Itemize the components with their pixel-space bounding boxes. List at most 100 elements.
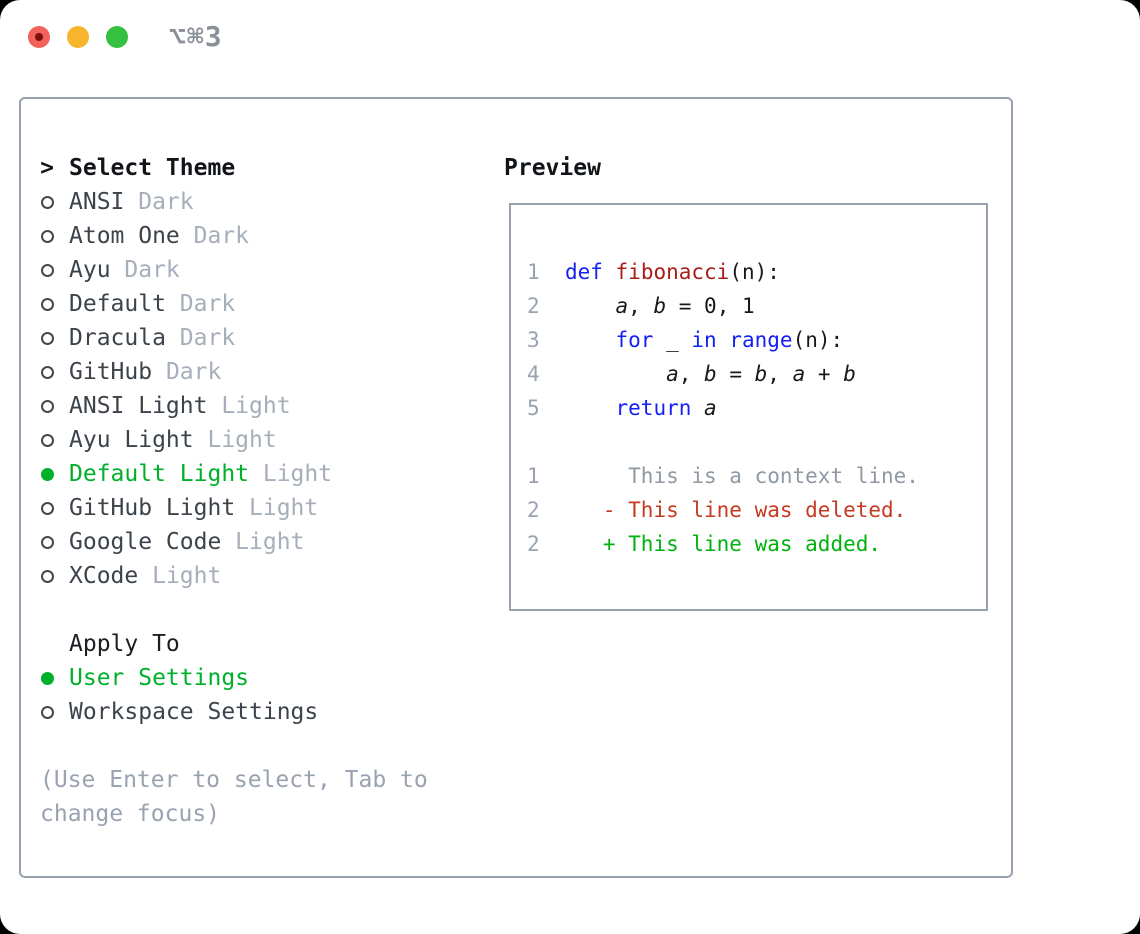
apply-to-header: Apply To [40, 627, 428, 661]
zoom-button[interactable] [106, 26, 128, 48]
theme-variant-label: Dark [152, 359, 222, 385]
theme-variant-label: Dark [124, 189, 194, 215]
theme-variant-label: Dark [179, 223, 250, 249]
radio-unselected-icon [40, 501, 54, 515]
minimize-button[interactable] [67, 26, 89, 48]
line-number: 3 [527, 328, 565, 352]
code-segment [565, 362, 666, 386]
apply-option-user-settings[interactable]: User Settings [40, 661, 428, 695]
radio-slot [40, 263, 54, 277]
line-number: 2 [527, 532, 565, 556]
radio-slot [40, 399, 54, 413]
theme-name-label: GitHub Light [69, 495, 236, 521]
theme-variant-label: Light [235, 495, 319, 521]
theme-option-github-dark[interactable]: GitHub Dark [40, 355, 428, 389]
theme-name-label: Dracula [69, 325, 166, 351]
hint-text-line-2: change focus) [40, 801, 221, 827]
line-number: 1 [527, 260, 565, 284]
theme-option-github-light-light[interactable]: GitHub Light Light [40, 491, 428, 525]
theme-variant-label: Light [193, 427, 277, 453]
radio-slot [40, 671, 54, 685]
radio-slot [40, 365, 54, 379]
code-segment: fibonacci [615, 260, 730, 284]
theme-variant-label: Light [138, 563, 222, 589]
theme-option-xcode-light[interactable]: XCode Light [40, 559, 428, 593]
theme-name-label: Ayu [69, 257, 111, 283]
code-segment: (n): [729, 260, 780, 284]
focus-caret-slot: > [40, 151, 54, 185]
theme-option-atom-one-dark[interactable]: Atom One Dark [40, 219, 428, 253]
radio-unselected-icon [40, 535, 54, 549]
code-segment [565, 396, 616, 420]
apply-option-workspace-settings[interactable]: Workspace Settings [40, 695, 428, 729]
radio-slot [40, 501, 54, 515]
code-segment: def [564, 260, 603, 284]
radio-slot [40, 535, 54, 549]
radio-slot [40, 569, 54, 583]
theme-name-label: Google Code [69, 529, 222, 555]
radio-slot [40, 433, 54, 447]
close-button[interactable] [28, 26, 50, 48]
radio-unselected-icon [40, 229, 54, 243]
code-segment: in [691, 328, 717, 352]
code-line-2: 2 a, b = 0, 1 [527, 289, 919, 323]
focus-caret-icon: > [40, 155, 54, 181]
code-segment: , [767, 362, 793, 386]
apply-to-title: Apply To [69, 631, 180, 657]
select-theme-title: Select Theme [69, 155, 236, 181]
theme-option-default-dark[interactable]: Default Dark [40, 287, 428, 321]
code-segment [717, 328, 730, 352]
code-segment: , [678, 362, 705, 386]
theme-variant-label: Dark [165, 291, 236, 317]
diff-line-context: 1 This is a context line. [527, 459, 919, 493]
theme-name-label: Default Light [69, 461, 250, 487]
theme-option-ansi-dark[interactable]: ANSI Dark [40, 185, 428, 219]
code-line-3: 3 for _ in range(n): [527, 323, 919, 357]
code-segment: range [729, 328, 793, 352]
code-line-4: 4 a, b = b, a + b [527, 357, 919, 391]
theme-name-label: GitHub [69, 359, 153, 385]
code-segment: , [628, 294, 654, 318]
theme-name-label: ANSI Light [69, 393, 208, 419]
line-number: 5 [527, 396, 565, 420]
theme-name-label: ANSI [69, 189, 125, 215]
theme-name-label: Atom One [69, 223, 180, 249]
code-segment: b [754, 362, 768, 386]
hint-text-line-1: (Use Enter to select, Tab to [40, 767, 428, 793]
radio-slot [40, 705, 54, 719]
code-line-5: 5 return a [527, 391, 919, 425]
theme-option-ayu-light-light[interactable]: Ayu Light Light [40, 423, 428, 457]
spacer [527, 425, 919, 459]
code-segment [603, 260, 616, 284]
code-segment: b [704, 362, 717, 386]
radio-slot [40, 467, 54, 481]
apply-option-label: User Settings [69, 665, 250, 691]
theme-option-google-code-light[interactable]: Google Code Light [40, 525, 428, 559]
line-number: 2 [527, 498, 565, 522]
theme-option-ayu-dark[interactable]: Ayu Dark [40, 253, 428, 287]
theme-variant-label: Light [249, 461, 333, 487]
code-segment: b [843, 362, 856, 386]
radio-slot [40, 297, 54, 311]
code-segment: = [716, 362, 755, 386]
radio-unselected-icon [40, 705, 54, 719]
code-segment: for [615, 328, 654, 352]
radio-slot [40, 195, 54, 209]
theme-option-dracula-dark[interactable]: Dracula Dark [40, 321, 428, 355]
radio-selected-icon [40, 671, 54, 685]
theme-name-label: Ayu Light [69, 427, 194, 453]
radio-unselected-icon [40, 569, 54, 583]
line-number: 1 [527, 464, 565, 488]
theme-option-default-light-light[interactable]: Default Light Light [40, 457, 428, 491]
code-segment: b [653, 294, 667, 318]
diff-text: This is a context line. [564, 464, 919, 488]
diff-text: + This line was added. [564, 532, 882, 556]
radio-slot [40, 331, 54, 345]
radio-slot [40, 229, 54, 243]
code-segment: (n): [792, 328, 844, 352]
code-segment: = 0, 1 [666, 294, 755, 318]
theme-option-ansi-light-light[interactable]: ANSI Light Light [40, 389, 428, 423]
